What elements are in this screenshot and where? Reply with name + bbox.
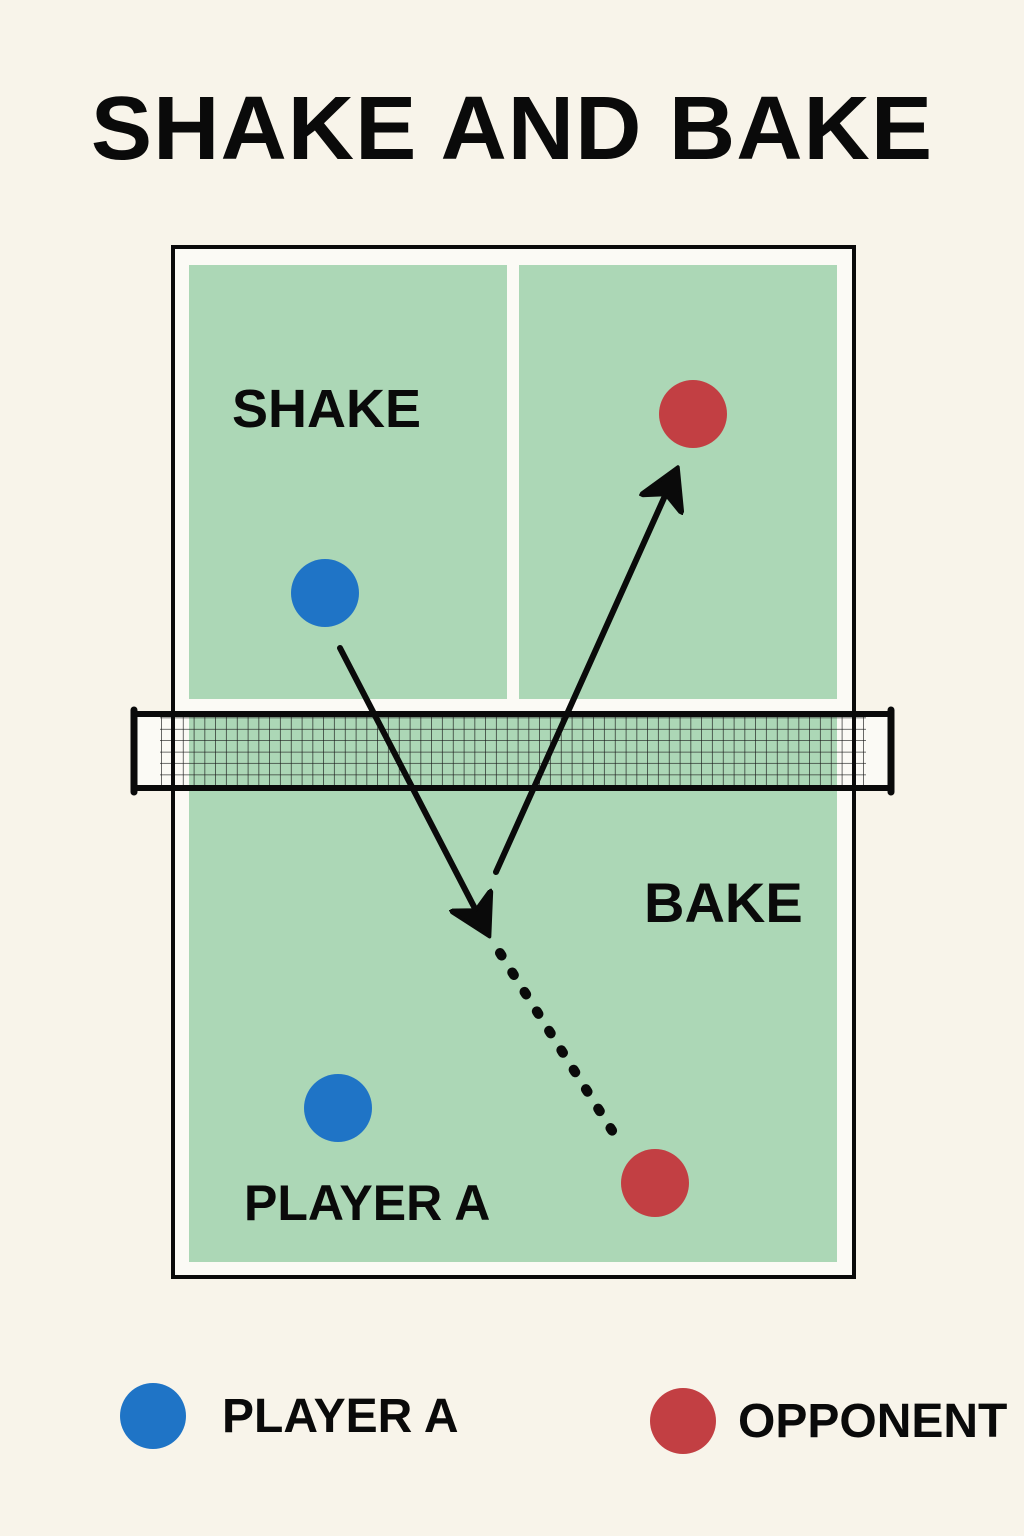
diagram-title: SHAKE AND BAKE xyxy=(90,79,934,179)
court-box-bake xyxy=(189,786,837,1262)
opponent-dot-icon xyxy=(650,1388,716,1454)
legend-item-opponent: OPPONENT xyxy=(650,1388,1007,1454)
legend-label: OPPONENT xyxy=(738,1394,1008,1448)
opponent-dot-far xyxy=(659,380,727,448)
ball-path-dotted xyxy=(495,948,623,1145)
legend-item-player-a: PLAYER A xyxy=(120,1383,459,1449)
court-box-shake xyxy=(189,265,507,699)
player-a-dot-baseline xyxy=(304,1074,372,1142)
net xyxy=(130,700,895,800)
zone-label-bake: BAKE xyxy=(644,871,803,934)
shot-arrow-bake xyxy=(493,478,673,875)
zone-label-shake: SHAKE xyxy=(232,379,422,439)
player-a-label: PLAYER A xyxy=(244,1175,491,1231)
player-a-dot-icon xyxy=(120,1383,186,1449)
court-box-far-right xyxy=(519,265,837,699)
player-a-dot-net xyxy=(291,559,359,627)
shot-arrow-shake xyxy=(337,645,484,926)
legend-label: PLAYER A xyxy=(222,1389,459,1443)
opponent-dot-near xyxy=(621,1149,689,1217)
